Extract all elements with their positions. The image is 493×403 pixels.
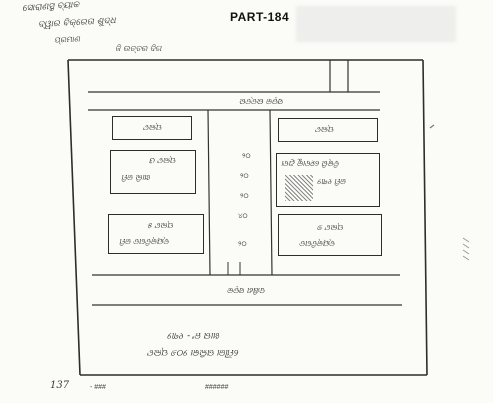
road-bottom-label: ଦକ୍ଷିଣ ସଡ଼କ <box>228 286 266 295</box>
plot-mid-left-label-2: ଖାଲି ଜମି <box>122 173 151 182</box>
page-number: 137 <box>50 380 70 391</box>
plot-top-left-label: ପ୍ଲଟ <box>144 123 163 132</box>
faded-stamp <box>296 6 456 42</box>
plot-mid-right-label-2: ଜମି ୧୩୨ <box>318 177 347 186</box>
plot-mid-left-label-1: ପ୍ଲଟ ଓ <box>150 156 177 165</box>
plot-bottom-right-label-1: ପ୍ଲଟ ୭ <box>318 223 344 232</box>
dim-mark-4: ୪୦ <box>238 212 248 220</box>
plot-top-right-label: ପ୍ଲଟ <box>316 125 335 134</box>
note-top-center: ଜି ଉତ୍ତର ଦିଗ <box>115 44 162 53</box>
plot-top-left <box>112 116 192 140</box>
plot-mid-right-label-1: ବିକ୍ରି ହେବାକୁ ଥିବା <box>282 159 340 168</box>
plot-mid-right-sale <box>276 153 380 207</box>
plot-top-right <box>278 118 378 142</box>
dim-mark-1: ୨୦ <box>242 152 251 160</box>
plot-hatched-area <box>285 175 313 201</box>
part-label: PART-184 <box>230 10 290 24</box>
caption-line-2: ମୌଜା ତାଲିକା ୨୦୬ ପ୍ଲଟ <box>148 347 240 357</box>
plot-bottom-left-label-1: ପ୍ଲଟ ୫ <box>148 221 175 230</box>
plot-bottom-left <box>108 214 204 254</box>
caption-line-1: ଖାତା ନଂ - ୧୩୨ <box>168 330 221 340</box>
plot-bottom-right <box>278 214 382 256</box>
plot-mid-left <box>110 150 196 194</box>
plot-bottom-right-label-2: ବ୍ୟକ୍ତିଗତ <box>300 239 336 248</box>
dim-mark-2: ୨୦ <box>240 172 249 180</box>
dim-mark-5: ୨୦ <box>238 240 247 248</box>
footer-center-small: ###### <box>205 384 229 391</box>
footer-left-small: - ### <box>90 384 106 391</box>
road-top-label: ସଡ଼କ ଉତ୍ତର <box>240 97 284 106</box>
dim-mark-3: ୨୦ <box>240 192 249 200</box>
plot-bottom-left-label-2: ବ୍ୟକ୍ତିଗତ ଜମି <box>120 237 170 246</box>
